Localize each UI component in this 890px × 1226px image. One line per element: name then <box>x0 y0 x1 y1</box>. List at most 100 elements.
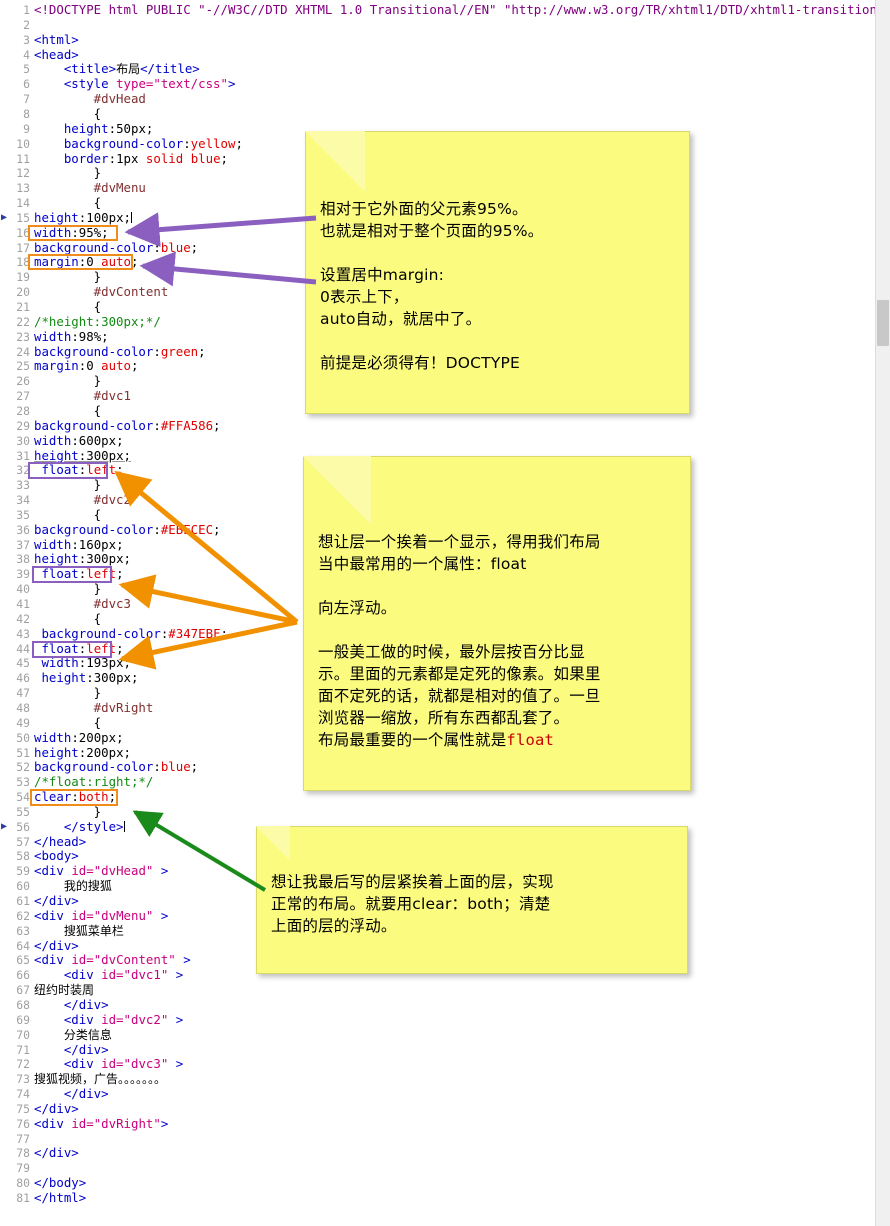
code-line[interactable]: 1<!DOCTYPE html PUBLIC "-//W3C//DTD XHTM… <box>0 2 890 18</box>
code-line[interactable]: 62<div id="dvMenu" > <box>0 908 890 924</box>
vertical-scrollbar-track[interactable] <box>875 0 890 1226</box>
code-line[interactable]: 72 <div id="dvc3" > <box>0 1056 890 1072</box>
code-line[interactable]: 19 } <box>0 269 890 285</box>
code-line[interactable]: 47 } <box>0 685 890 701</box>
code-line[interactable]: 65<div id="dvContent" > <box>0 952 890 968</box>
line-number: 20 <box>16 285 30 300</box>
line-number: 27 <box>16 389 30 404</box>
code-line[interactable]: 74 </div> <box>0 1086 890 1102</box>
code-line[interactable]: 21 { <box>0 299 890 315</box>
code-line[interactable]: 39 float:left; <box>0 566 890 582</box>
code-line[interactable]: ▶56 </style> <box>0 819 890 835</box>
code-line[interactable]: 79 <box>0 1161 890 1176</box>
code-line[interactable]: 76<div id="dvRight"> <box>0 1116 890 1132</box>
code-line[interactable]: 55 } <box>0 804 890 820</box>
code-line[interactable]: 61</div> <box>0 893 890 909</box>
code-line[interactable]: 57</head> <box>0 834 890 850</box>
code-line[interactable]: 28 { <box>0 403 890 419</box>
code-line[interactable]: 46 height:300px; <box>0 670 890 686</box>
code-line[interactable]: 53/*float:right;*/ <box>0 774 890 790</box>
code-line[interactable]: 22/*height:300px;*/ <box>0 314 890 330</box>
code-line[interactable]: 78</div> <box>0 1146 890 1161</box>
line-number: 78 <box>16 1146 30 1161</box>
code-line[interactable]: 81</html> <box>0 1190 890 1206</box>
code-line[interactable]: 14 { <box>0 195 890 211</box>
code-line[interactable]: 12 } <box>0 165 890 181</box>
code-line[interactable]: 66 <div id="dvc1" > <box>0 967 890 983</box>
bookmark-arrow-icon: ▶ <box>1 820 8 832</box>
code-line[interactable]: 69 <div id="dvc2" > <box>0 1011 890 1028</box>
code-line[interactable]: 64</div> <box>0 938 890 954</box>
code-line[interactable]: 11 border:1px solid blue; <box>0 151 890 167</box>
code-line[interactable]: 40 } <box>0 581 890 597</box>
code-line[interactable]: 48 #dvRight <box>0 700 890 716</box>
code-line[interactable]: 70 分类信息 <box>0 1028 890 1043</box>
text-caret <box>131 211 133 223</box>
code-line[interactable]: 35 { <box>0 506 890 523</box>
code-text: background-color:#EBECEC; <box>34 521 221 537</box>
code-line[interactable]: 60 我的搜狐 <box>0 879 890 894</box>
code-line[interactable]: 58<body> <box>0 849 890 864</box>
line-number: 34 <box>16 493 30 508</box>
line-number: 28 <box>16 403 30 418</box>
line-number: 62 <box>16 908 30 923</box>
code-line[interactable]: 32 float:left; <box>0 462 890 478</box>
code-line[interactable]: 4<head> <box>0 47 890 63</box>
code-line[interactable]: 6 <style type="text/css"> <box>0 76 890 92</box>
code-line[interactable]: 75</div> <box>0 1101 890 1117</box>
code-text: { <box>34 714 102 730</box>
code-line[interactable]: 26 } <box>0 373 890 389</box>
line-number: 15 <box>16 210 30 225</box>
code-text: <html> <box>34 31 79 47</box>
line-number: 55 <box>16 804 30 819</box>
line-number: 30 <box>16 433 30 448</box>
code-line[interactable]: 42 { <box>0 611 890 627</box>
code-line[interactable]: 5 <title>布局</title> <box>0 61 890 77</box>
code-text: #dvHead <box>34 91 146 107</box>
code-line[interactable]: 2 <box>0 18 890 33</box>
code-line[interactable]: 3<html> <box>0 31 890 48</box>
code-line[interactable]: 20 #dvContent <box>0 284 890 300</box>
line-number: 72 <box>16 1057 30 1072</box>
code-text: <div id="dvc2" > <box>34 1011 184 1027</box>
line-number: 2 <box>23 17 30 32</box>
code-line[interactable]: 49 { <box>0 714 890 731</box>
note-text: 想让层一个挨着一个显示，得用我们布局 当中最常用的一个属性：float 向左浮动… <box>318 531 678 751</box>
code-text: height:200px; <box>34 744 132 760</box>
code-line[interactable]: 9 height:50px; <box>0 121 890 137</box>
note-text-main: 想让层一个挨着一个显示，得用我们布局 当中最常用的一个属性：float 向左浮动… <box>318 533 601 749</box>
code-line[interactable]: 10 background-color:yellow; <box>0 136 890 152</box>
code-line[interactable]: 44 float:left; <box>0 641 890 657</box>
code-line[interactable]: 63 搜狐菜单栏 <box>0 924 890 939</box>
line-number: 73 <box>16 1072 30 1087</box>
code-line[interactable]: 77 <box>0 1132 890 1147</box>
code-line[interactable]: 71 </div> <box>0 1042 890 1058</box>
vertical-scrollbar-thumb[interactable] <box>877 300 889 346</box>
code-line[interactable]: 27 #dvc1 <box>0 388 890 404</box>
line-number: 59 <box>16 864 30 879</box>
code-line[interactable]: 13 #dvMenu <box>0 180 890 196</box>
code-line[interactable]: 80</body> <box>0 1175 890 1191</box>
line-number: 32 <box>16 463 30 478</box>
code-text: { <box>34 506 102 522</box>
code-line[interactable]: 8 { <box>0 106 890 122</box>
code-line[interactable]: 68 </div> <box>0 997 890 1013</box>
code-line[interactable]: 7 #dvHead <box>0 91 890 107</box>
code-line[interactable]: 33 } <box>0 477 890 493</box>
